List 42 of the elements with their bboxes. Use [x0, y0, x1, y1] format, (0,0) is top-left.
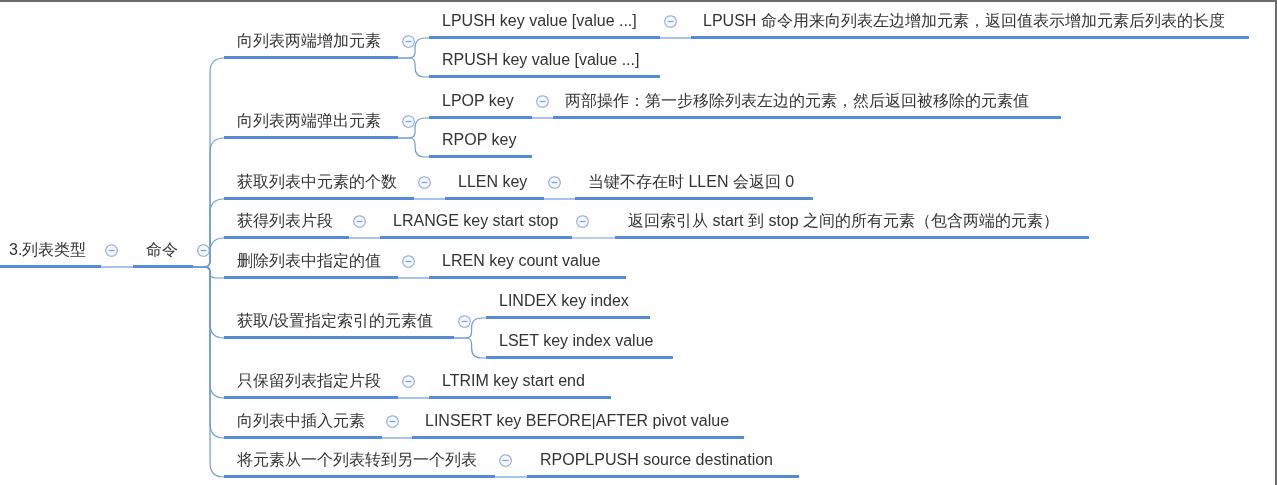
- topic: LREN key count value: [429, 250, 626, 279]
- connector-line: [381, 437, 413, 439]
- topic: 命令: [133, 239, 193, 268]
- topic: 向列表中插入元素: [224, 410, 382, 439]
- topic: 获得列表片段: [224, 210, 349, 239]
- topic: 向列表两端弹出元素: [224, 110, 398, 139]
- topic: LPUSH 命令用来向列表左边增加元素，返回值表示增加元素后列表的长度: [691, 10, 1249, 39]
- topic: LPOP key: [429, 90, 532, 119]
- topic: 3.列表类型: [0, 239, 101, 268]
- connector-line: [531, 117, 554, 119]
- connector-line: [659, 37, 692, 39]
- topic: LINSERT key BEFORE|AFTER pivot value: [412, 410, 744, 439]
- topic: RPUSH key value [value ...]: [429, 49, 660, 78]
- topic: 返回索引从 start 到 stop 之间的所有元素（包含两端的元素）: [615, 210, 1089, 239]
- connector-line: [397, 57, 430, 78]
- topic: RPOPLPUSH source destination: [527, 449, 799, 478]
- topic: 获取列表中元素的个数: [224, 171, 414, 200]
- connector-line: [453, 337, 487, 359]
- connector-line: [192, 266, 225, 478]
- topic: 将元素从一个列表转到另一个列表: [224, 449, 495, 478]
- connector-line: [348, 237, 381, 239]
- topic: 当键不存在时 LLEN 会返回 0: [575, 171, 813, 200]
- topic: LRANGE key start stop: [380, 210, 572, 239]
- connector-line: [397, 137, 430, 158]
- topic: 两部操作：第一步移除列表左边的元素，然后返回被移除的元素值: [553, 90, 1061, 119]
- connector-line: [494, 476, 528, 478]
- topic: LINDEX key index: [486, 290, 650, 319]
- connector-line: [543, 198, 576, 200]
- connector-line: [571, 237, 616, 239]
- topic: 只保留列表指定片段: [224, 370, 398, 399]
- connector-line: [397, 277, 430, 279]
- topic: LLEN key: [445, 171, 544, 200]
- topic: 获取/设置指定索引的元素值: [224, 310, 454, 339]
- topic: 向列表两端增加元素: [224, 30, 398, 59]
- topic: 删除列表中指定的值: [224, 250, 398, 279]
- topic: LPUSH key value [value ...]: [429, 10, 660, 39]
- connector-line: [397, 397, 430, 399]
- connector-line: [413, 198, 446, 200]
- connector-line: [100, 266, 134, 268]
- topic: RPOP key: [429, 129, 532, 158]
- topic: LSET key index value: [486, 330, 673, 359]
- topic: LTRIM key start end: [429, 370, 611, 399]
